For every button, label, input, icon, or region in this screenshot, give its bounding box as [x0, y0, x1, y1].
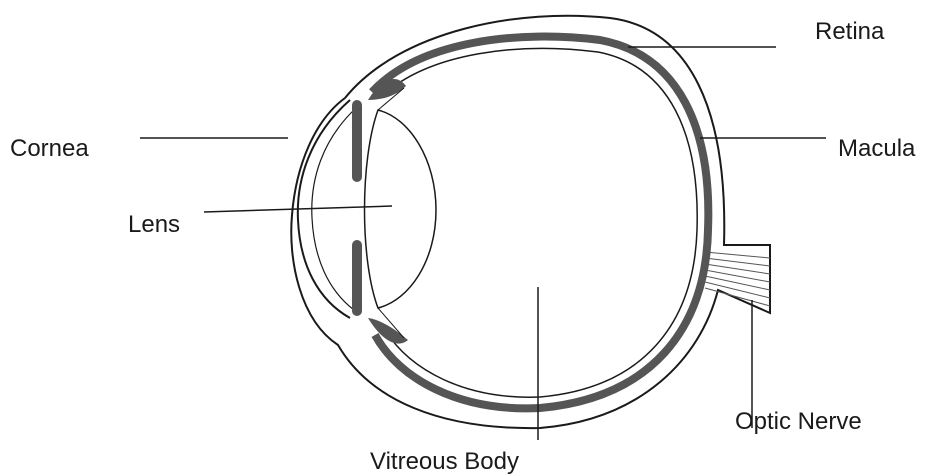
label-lens: Lens — [128, 213, 180, 237]
label-optic-nerve: Optic Nerve — [735, 410, 862, 434]
label-cornea: Cornea — [10, 137, 89, 161]
label-macula: Macula — [838, 137, 915, 161]
label-retina: Retina — [815, 20, 884, 44]
sclera-outer — [291, 16, 770, 428]
iris-top — [352, 100, 362, 182]
label-vitreous-body: Vitreous Body — [370, 450, 519, 474]
iris-bottom — [352, 240, 362, 316]
